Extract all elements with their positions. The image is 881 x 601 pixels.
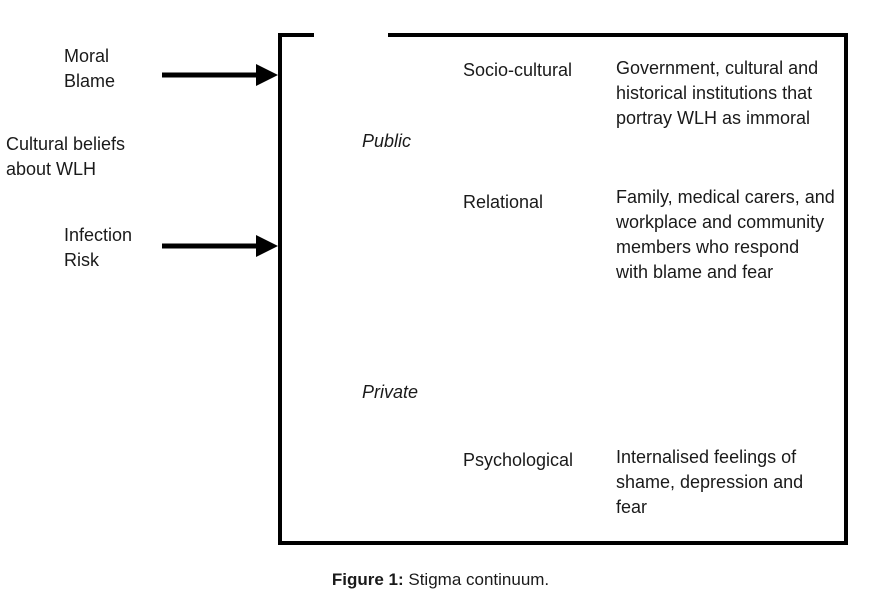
infection-risk-label: Infection Risk: [64, 225, 133, 270]
frame-top-right-segment: [388, 33, 848, 37]
moral-blame-label: Moral Blame: [64, 46, 116, 91]
infection-risk-arrow: [162, 235, 278, 257]
category-description: Family, medical carers, and workplace an…: [616, 187, 835, 282]
frame-right-edge: [844, 33, 848, 545]
figure-caption-label: Figure 1:: [331, 570, 404, 589]
moral-blame-arrow: [162, 64, 278, 86]
public-level-label: Public: [362, 131, 412, 151]
private-level-label: Private: [362, 382, 419, 402]
figure-caption: Figure 1: Stigma continuum.: [0, 569, 881, 591]
frame-left-edge: [278, 33, 282, 545]
cultural-beliefs-label: Cultural beliefs about WLH: [6, 134, 126, 179]
category-name: Relational: [463, 192, 544, 212]
category-description: Government, cultural and historical inst…: [616, 58, 819, 128]
category-name: Psychological: [463, 450, 574, 470]
category-description: Internalised feelings of shame, depressi…: [616, 447, 804, 517]
figure-caption-text: Stigma continuum.: [403, 570, 550, 589]
frame-top-left-segment: [278, 33, 314, 37]
category-name: Socio-cultural: [463, 60, 573, 80]
frame-bottom-edge: [278, 541, 848, 545]
